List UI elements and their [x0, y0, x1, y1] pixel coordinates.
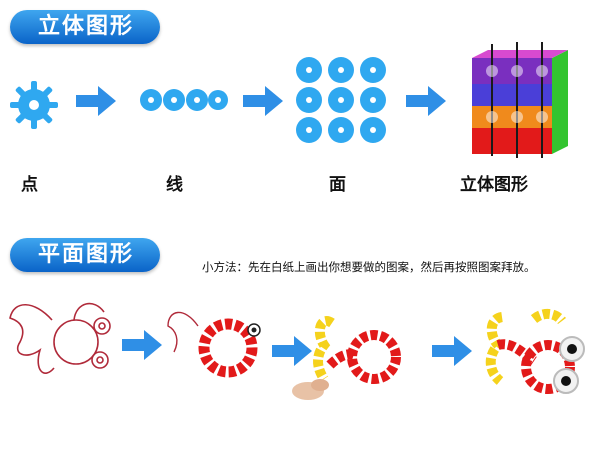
section-title-3d: 立体图形 — [38, 14, 135, 39]
fish-finished-image — [485, 309, 585, 394]
arrow-right-icon — [432, 336, 472, 366]
section-title-2d: 平面图形 — [38, 242, 135, 267]
point-piece-image — [10, 81, 58, 129]
tip-text: 小方法：先在白纸上画出你想要做的图案，然后再按照图案拜放。 — [202, 260, 536, 274]
section-banner-3d: 立体图形 — [10, 10, 160, 44]
arrow-right-icon — [243, 86, 283, 116]
label-plane: 面 — [329, 175, 346, 195]
line-pieces-image — [140, 89, 228, 111]
fish-partial-build-image — [167, 311, 261, 378]
fish-sketch-image — [9, 302, 111, 374]
arrow-right-icon — [76, 86, 116, 116]
section-banner-2d: 平面图形 — [10, 238, 160, 272]
label-solid: 立体图形 — [460, 175, 528, 195]
arrow-right-icon — [406, 86, 446, 116]
plane-grid-image — [296, 57, 386, 143]
cube-structure-image — [472, 42, 568, 158]
arrow-right-icon — [122, 330, 162, 360]
arrow-right-icon — [272, 336, 312, 366]
fish-building-image — [292, 316, 401, 400]
label-point: 点 — [21, 175, 38, 195]
label-line: 线 — [166, 175, 183, 195]
